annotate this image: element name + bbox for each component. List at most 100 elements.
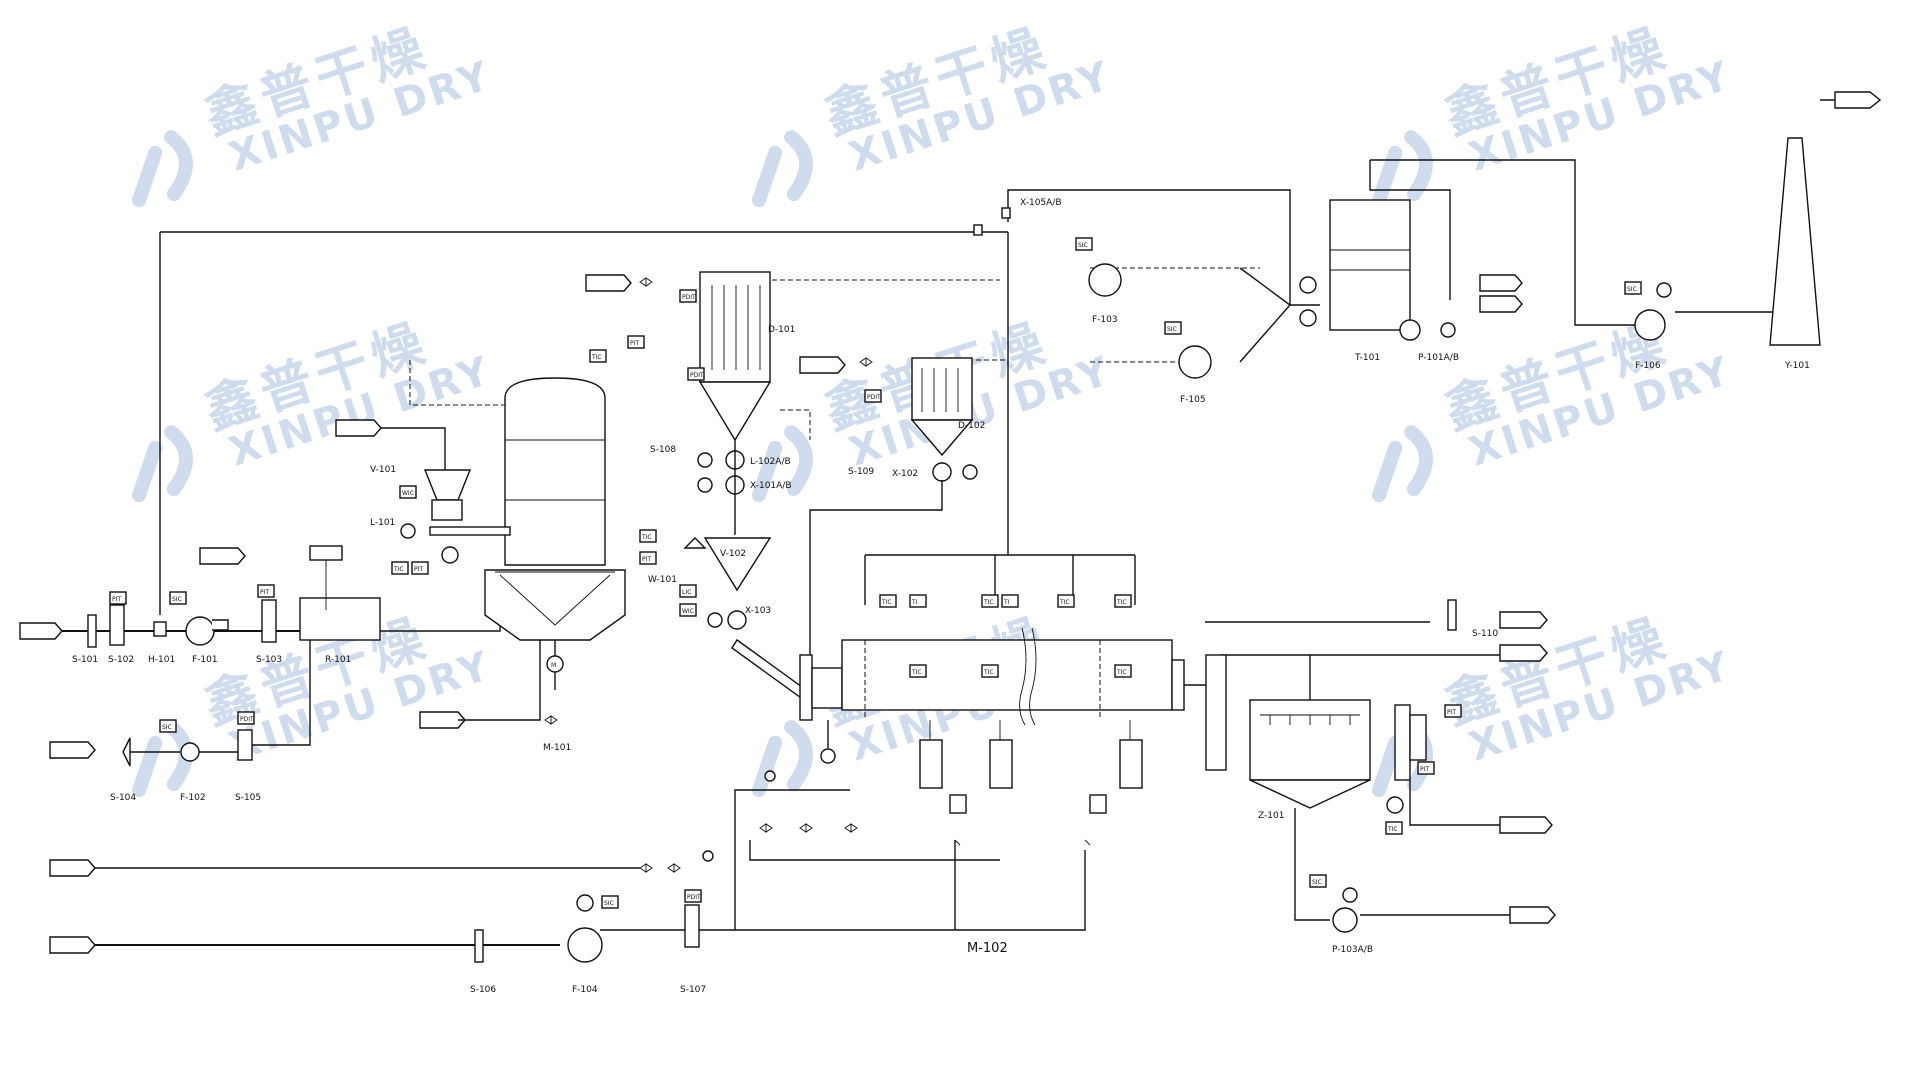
svg-text:TIC: TIC bbox=[983, 599, 994, 606]
fan-f104 bbox=[567, 927, 603, 963]
inst-tic-d3: TIC bbox=[981, 594, 999, 608]
tag-w101: W-101 bbox=[648, 575, 677, 585]
damper-1 bbox=[973, 224, 983, 236]
baghouse-d101-body bbox=[699, 271, 771, 383]
watermark-logo-icon bbox=[132, 720, 193, 798]
reactor-r101 bbox=[299, 597, 381, 641]
dryer-outlet-head bbox=[1205, 654, 1227, 771]
merge-wye bbox=[1239, 267, 1292, 363]
inst-pdit-1: PDIT bbox=[237, 711, 255, 725]
svg-text:PIT: PIT bbox=[1420, 766, 1429, 773]
inst-tic-d1: TIC bbox=[879, 594, 897, 608]
valve-3 bbox=[639, 863, 653, 873]
pump-p101 bbox=[1399, 319, 1421, 341]
screw-l101-motor bbox=[400, 523, 416, 539]
cyclone-side bbox=[1409, 714, 1427, 761]
svg-text:PDIT: PDIT bbox=[687, 894, 701, 901]
l102-motor bbox=[697, 452, 713, 468]
inlet-arrow-9 bbox=[799, 356, 846, 374]
svg-text:TIC: TIC bbox=[1116, 599, 1127, 606]
to-fan-f106-line bbox=[1370, 159, 1640, 326]
tag-s109: S-109 bbox=[848, 467, 874, 477]
d102-discharge bbox=[809, 480, 943, 660]
svg-text:SIC: SIC bbox=[1078, 242, 1088, 249]
tag-l101: L-101 bbox=[370, 518, 395, 528]
stack-y101 bbox=[1769, 137, 1821, 346]
tag-s110: S-110 bbox=[1472, 629, 1498, 639]
tag-s107: S-107 bbox=[680, 985, 706, 995]
tag-s108: S-108 bbox=[650, 445, 676, 455]
inst-tic-d9: TIC bbox=[1114, 664, 1132, 678]
inst-sic-6: SIC bbox=[1309, 874, 1327, 888]
svg-text:TIC: TIC bbox=[1387, 826, 1398, 833]
tag-s104: S-104 bbox=[110, 793, 136, 803]
tag-f102: F-102 bbox=[180, 793, 206, 803]
inlet-arrow-1 bbox=[19, 622, 63, 640]
svg-text:LIC: LIC bbox=[682, 589, 691, 596]
furnace-motor bbox=[546, 655, 564, 673]
dryer-break-line-1 bbox=[1019, 627, 1027, 726]
pressure-gauge-1 bbox=[764, 770, 776, 782]
scrubber-z101 bbox=[1249, 699, 1427, 933]
top-header-line bbox=[1007, 189, 1291, 305]
outlet-arrow-4 bbox=[1509, 906, 1556, 924]
stack-y101-body bbox=[1769, 137, 1821, 346]
inst-pdit-2: PDIT bbox=[679, 289, 697, 303]
x103-motor bbox=[707, 612, 723, 628]
rotary-valve-x102 bbox=[932, 462, 952, 482]
inst-tic-1: SIC bbox=[169, 591, 187, 605]
inlet-arrow-3 bbox=[49, 859, 96, 877]
pump-p101-motor bbox=[1440, 322, 1456, 338]
inlet-arrow-4 bbox=[49, 936, 96, 954]
svg-text:TIC: TIC bbox=[911, 669, 922, 676]
tag-d101: D-101 bbox=[768, 325, 795, 335]
silencer-s105 bbox=[237, 729, 253, 761]
tag-v101: V-101 bbox=[370, 465, 396, 475]
inst-tic-6: TIC bbox=[1385, 821, 1403, 835]
valve-1 bbox=[639, 277, 653, 287]
watermark-top-right: 鑫普干燥 XINPU DRY bbox=[1372, 18, 1737, 208]
spray-nozzles bbox=[1269, 715, 1351, 725]
fan-f101 bbox=[185, 616, 215, 646]
svg-text:PIT: PIT bbox=[112, 596, 121, 603]
inst-pit-2: PIT bbox=[257, 584, 275, 598]
inst-tic-2: TIC bbox=[391, 561, 409, 575]
filter-s110 bbox=[1447, 599, 1457, 631]
svg-text:PDIT: PDIT bbox=[682, 294, 696, 301]
baghouse-d102 bbox=[809, 357, 978, 660]
svg-text:SIC: SIC bbox=[1627, 286, 1637, 293]
furnace-shell bbox=[504, 377, 606, 566]
burner-1-valve bbox=[949, 794, 967, 814]
fan-f102 bbox=[180, 742, 200, 762]
burner-assembly-m102 bbox=[820, 720, 1143, 846]
watermark-logo-icon bbox=[132, 425, 193, 503]
gas-manifold-line bbox=[749, 840, 1000, 861]
svg-text:TIC: TIC bbox=[1059, 599, 1070, 606]
inst-tic-d5: TIC bbox=[1057, 594, 1075, 608]
signal-line-4 bbox=[780, 409, 811, 440]
tower-inlet-1 bbox=[1299, 276, 1317, 294]
watermark-logo-icon bbox=[1372, 130, 1433, 208]
svg-text:TIC: TIC bbox=[1116, 669, 1127, 676]
watermark-logo-icon bbox=[132, 130, 193, 208]
svg-text:SIC: SIC bbox=[604, 900, 614, 907]
tag-x103: X-103 bbox=[745, 606, 771, 616]
tag-p101: P-101A/B bbox=[1418, 353, 1459, 363]
inst-tic-d2: TI bbox=[909, 594, 927, 608]
svg-text:SIC: SIC bbox=[1167, 326, 1177, 333]
filter-s101 bbox=[87, 614, 97, 648]
cyclone-body bbox=[1394, 704, 1411, 781]
scrubber-z101-hopper bbox=[1249, 779, 1371, 809]
fan-f106 bbox=[1634, 309, 1666, 341]
tag-f101: F-101 bbox=[192, 655, 218, 665]
outlet-arrow-2 bbox=[1499, 644, 1548, 662]
tag-s101: S-101 bbox=[72, 655, 98, 665]
rotary-valve-x103 bbox=[727, 610, 747, 630]
burner-3 bbox=[1119, 739, 1143, 789]
tag-x105: X-105A/B bbox=[1020, 198, 1062, 208]
tower-overhead-line bbox=[1369, 160, 1451, 300]
fan-f103 bbox=[1088, 263, 1122, 297]
outlet-arrow-stack bbox=[1834, 91, 1882, 109]
tag-f104: F-104 bbox=[572, 985, 598, 995]
